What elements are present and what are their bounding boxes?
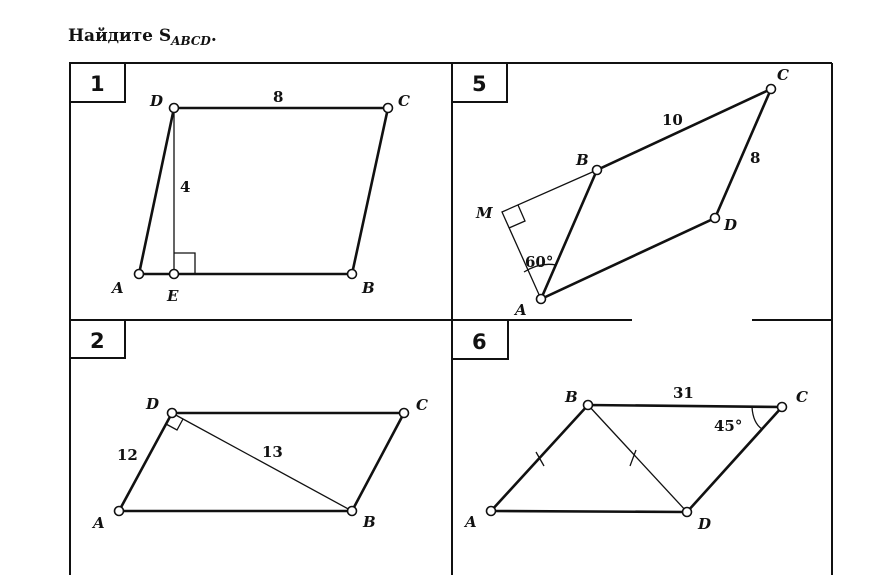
page-title: Найдите SABCD.	[68, 26, 217, 48]
side-label: 8	[273, 88, 283, 106]
side-label: 8	[750, 149, 760, 167]
side-label: 10	[662, 111, 683, 129]
diagonal	[171, 412, 353, 512]
problem-2: 2 12 13 D C A B	[69, 319, 428, 532]
side-label: 31	[673, 384, 694, 402]
angle-label: 60°	[525, 253, 553, 271]
right-angle-mark	[174, 252, 196, 274]
parallelogram	[538, 86, 774, 302]
vertex-label: D	[723, 216, 737, 234]
problem-number: 1	[90, 72, 105, 96]
problem-number-box	[451, 62, 508, 103]
side-label: 12	[117, 446, 138, 464]
height-label: 4	[180, 178, 190, 196]
angle-arc	[751, 406, 763, 430]
equal-tick-mark	[629, 449, 637, 467]
vertex-label: A	[91, 514, 105, 532]
right-angle-mark	[165, 418, 184, 431]
vertex-label: C	[796, 388, 808, 406]
vertex-label: D	[149, 92, 163, 110]
vertex-label: E	[166, 287, 179, 305]
equal-tick-mark	[535, 451, 545, 467]
vertex-label: M	[475, 204, 493, 222]
parallelogram	[137, 106, 390, 276]
problem-number-box	[69, 62, 126, 103]
vertex-label: A	[513, 301, 527, 319]
vertex-label: D	[697, 515, 711, 533]
problem-number-box	[451, 319, 509, 360]
vertex-label: B	[575, 151, 589, 169]
vertex-label: A	[463, 513, 477, 531]
vertex-label: B	[362, 513, 376, 531]
vertex-label: A	[110, 279, 124, 297]
problem-number: 6	[472, 330, 487, 354]
right-angle-mark	[508, 204, 526, 229]
problem-number: 5	[472, 72, 487, 96]
problem-number: 2	[90, 329, 105, 353]
vertex-label: B	[564, 388, 578, 406]
vertex-label: D	[145, 395, 159, 413]
vertex-label: C	[777, 66, 789, 84]
diagonal-label: 13	[262, 443, 283, 461]
angle-label: 45°	[714, 417, 742, 435]
problem-5: 5 10 8 60° B C D M A	[451, 62, 789, 319]
vertex-label: B	[361, 279, 375, 297]
problem-1: 1 8 4 D C A E B	[69, 62, 410, 305]
vertex-label: C	[416, 396, 428, 414]
diagonal	[587, 404, 688, 513]
problem-number-box	[69, 319, 126, 359]
angle-arc	[523, 263, 557, 273]
vertex-label: C	[398, 92, 410, 110]
problem-6: 6 31 45° B C A D	[451, 319, 808, 533]
